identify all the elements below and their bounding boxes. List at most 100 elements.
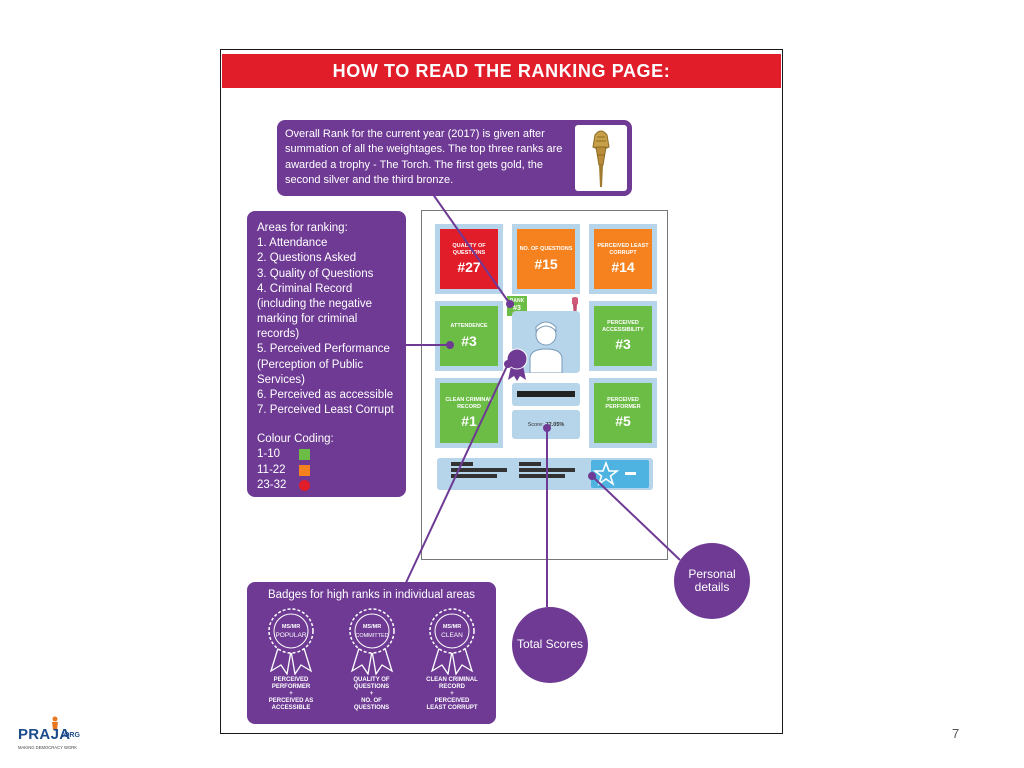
tile-clean-criminal-record: CLEAN CRIMINAL RECORD #1	[435, 378, 503, 448]
badge-prefix: MS/MR	[362, 624, 380, 630]
redacted-text	[451, 462, 473, 466]
colour-range-label: 11-22	[257, 463, 286, 476]
rosette-badge-icon: MS/MR CLEAN	[429, 608, 475, 675]
party-symbol-box	[591, 460, 649, 488]
tile-label: PERCEIVED PERFORMER	[605, 396, 641, 410]
personal-details-bar	[437, 458, 653, 490]
colour-range-label: 1-10	[257, 448, 281, 461]
tile-rank: #27	[457, 259, 481, 276]
criteria-line: ACCESSIBLE	[271, 704, 311, 711]
area-item: 1. Attendance	[257, 237, 328, 250]
tile-perceived-accessibility: PERCEIVED ACCESSIBILITY #3	[589, 301, 657, 371]
tile-rank: #1	[461, 413, 477, 430]
colour-range-row: 11-22	[257, 463, 396, 478]
logo-suffix: .ORG	[62, 732, 80, 739]
badges-callout: Badges for high ranks in individual area…	[247, 582, 496, 724]
total-scores-bubble: Total Scores	[512, 607, 588, 683]
criteria-line: QUESTIONS	[353, 683, 390, 690]
star-icon	[593, 461, 619, 487]
badge-criteria: CLEAN CRIMINAL RECORD + PERCEIVED LEAST …	[426, 677, 478, 711]
tile-label: QUALITY OF QUESTIONS	[452, 242, 486, 256]
overall-rank-text: Overall Rank for the current year (2017)…	[285, 128, 563, 187]
overall-rank-label: RANK	[509, 298, 525, 304]
area-item: 4. Criminal Record (including the negati…	[257, 282, 373, 341]
dash-mark	[625, 472, 636, 475]
score-label: Score:	[527, 421, 544, 428]
torch-trophy-icon	[592, 130, 610, 187]
badge-name: CLEAN	[441, 632, 463, 639]
praja-logo: PRAJA .ORG MAKING DEMOCRACY WORK	[16, 716, 86, 752]
redacted-name	[517, 391, 575, 397]
criteria-line: +	[289, 690, 293, 697]
tile-rank: #14	[611, 259, 635, 276]
criteria-line: NO. OF	[361, 697, 382, 704]
badge-criteria: PERCEIVED PERFORMER + PERCEIVED AS ACCES…	[269, 677, 313, 711]
area-item: 3. Quality of Questions	[257, 267, 374, 280]
areas-for-ranking-callout: Areas for ranking: 1. Attendance 2. Ques…	[247, 211, 406, 497]
criteria-line: CLEAN CRIMINAL	[426, 677, 478, 683]
area-item: 7. Perceived Least Corrupt	[257, 404, 394, 417]
colour-range-label: 23-32	[257, 478, 287, 491]
criteria-line: +	[369, 690, 374, 697]
badges-title: Badges for high ranks in individual area…	[267, 589, 476, 601]
badge-prefix: MS/MR	[282, 624, 300, 630]
logo-tagline: MAKING DEMOCRACY WORK	[18, 745, 78, 750]
criteria-line: RECORD	[438, 683, 465, 690]
badge-name: COMMITTED	[355, 633, 388, 639]
tile-rank: #3	[461, 332, 477, 349]
tile-quality-of-questions: QUALITY OF QUESTIONS #27	[435, 224, 503, 294]
score-box: Score: 72.05%	[512, 410, 580, 439]
orange-swatch	[299, 464, 310, 476]
profile-photo-placeholder	[512, 311, 580, 373]
person-figure-icon	[52, 716, 58, 730]
rosette-badge-icon: MS/MR POPULAR	[268, 608, 314, 675]
tile-attendance: ATTENDENCE #3	[435, 301, 503, 371]
tile-no-of-questions: NO. OF QUESTIONS #15	[512, 224, 580, 294]
area-item: 2. Questions Asked	[257, 252, 357, 265]
tile-label: PERCEIVED LEAST CORRUPT	[597, 242, 649, 256]
tile-rank: #5	[615, 413, 631, 430]
criteria-line: QUALITY OF	[353, 677, 390, 683]
tile-rank: #3	[615, 336, 631, 353]
personal-details-bubble: Personal details	[674, 543, 750, 619]
logo-name: PRAJA	[18, 726, 71, 743]
redacted-text	[519, 462, 541, 466]
person-avatar-icon	[529, 321, 563, 373]
area-item: 6. Perceived as accessible	[257, 388, 394, 401]
colour-range-row: 1-10	[257, 447, 396, 462]
badge-row: MS/MR POPULAR PERCEIVED PERFORMER + PERC…	[253, 607, 490, 711]
redacted-text	[519, 474, 565, 478]
criteria-line: LEAST CORRUPT	[426, 704, 478, 711]
area-item: 5. Perceived Performance (Perception of …	[257, 343, 390, 386]
tile-label: ATTENDENCE	[450, 323, 488, 330]
overall-rank-value: #3	[513, 304, 521, 312]
tile-rank: #15	[534, 255, 558, 272]
ribbon-badge-icon	[506, 348, 528, 381]
torch-trophy-box	[575, 125, 627, 191]
tile-label: NO. OF QUESTIONS	[519, 246, 573, 253]
redacted-text	[519, 468, 575, 472]
tile-perceived-performer: PERCEIVED PERFORMER #5	[589, 378, 657, 448]
overall-rank-callout: Overall Rank for the current year (2017)…	[277, 120, 632, 196]
areas-title: Areas for ranking:	[257, 222, 348, 234]
badge-committed: MS/MR COMMITTED QUALITY OF QUESTIONS + N…	[334, 607, 410, 711]
tile-label: PERCEIVED ACCESSIBILITY	[602, 319, 644, 333]
page-title: HOW TO READ THE RANKING PAGE:	[222, 54, 781, 88]
red-swatch	[299, 479, 310, 491]
criteria-line: PERCEIVED	[273, 677, 309, 683]
criteria-line: PERCEIVED	[434, 697, 470, 704]
redacted-text	[451, 468, 507, 472]
page-number: 7	[952, 726, 960, 741]
criteria-line: PERCEIVED AS	[268, 697, 314, 704]
badge-criteria: QUALITY OF QUESTIONS + NO. OF QUESTIONS	[353, 677, 389, 711]
redacted-text	[451, 474, 497, 478]
rosette-badge-icon: MS/MR COMMITTED	[348, 608, 395, 675]
criteria-line: +	[450, 690, 454, 697]
criteria-line: QUESTIONS	[353, 704, 390, 711]
badge-name: POPULAR	[275, 632, 306, 639]
criteria-line: PERFORMER	[271, 683, 311, 690]
name-field	[512, 383, 580, 406]
colour-coding-title: Colour Coding:	[257, 433, 334, 446]
badge-clean: MS/MR CLEAN CLEAN CRIMINAL RECORD + PERC…	[414, 607, 490, 711]
badge-popular: MS/MR POPULAR PERCEIVED PERFORMER + PERC…	[253, 607, 329, 711]
